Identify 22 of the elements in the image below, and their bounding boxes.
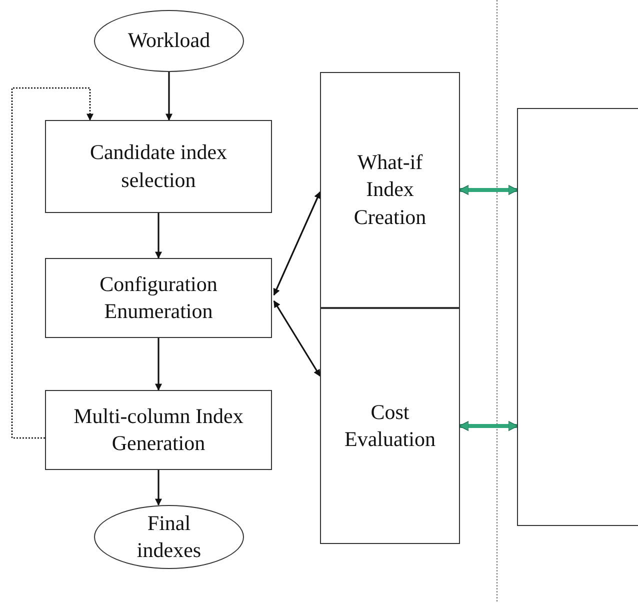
arrow <box>458 420 518 432</box>
arrow <box>273 300 321 377</box>
arrow <box>273 191 321 296</box>
arrow <box>166 72 172 121</box>
arrow <box>155 213 162 259</box>
process-box <box>45 258 272 338</box>
process-box <box>45 390 272 470</box>
arrow <box>458 184 518 196</box>
arrow <box>155 470 162 506</box>
process-box <box>320 72 460 308</box>
node-label: Candidate index selection <box>88 139 228 194</box>
process-box <box>320 308 460 544</box>
node-label: Workload <box>126 27 212 54</box>
node-label: Multi-column Index Generation <box>72 402 244 457</box>
node-label: Configuration Enumeration <box>98 270 218 325</box>
arrow <box>155 338 162 391</box>
server-box <box>517 108 638 526</box>
node-label: What-if Index Creation <box>352 149 428 231</box>
node-label: Cost Evaluation <box>344 398 436 453</box>
process-box <box>45 120 272 213</box>
node-label: Final indexes <box>136 510 202 564</box>
feedback-arrow <box>11 87 94 439</box>
